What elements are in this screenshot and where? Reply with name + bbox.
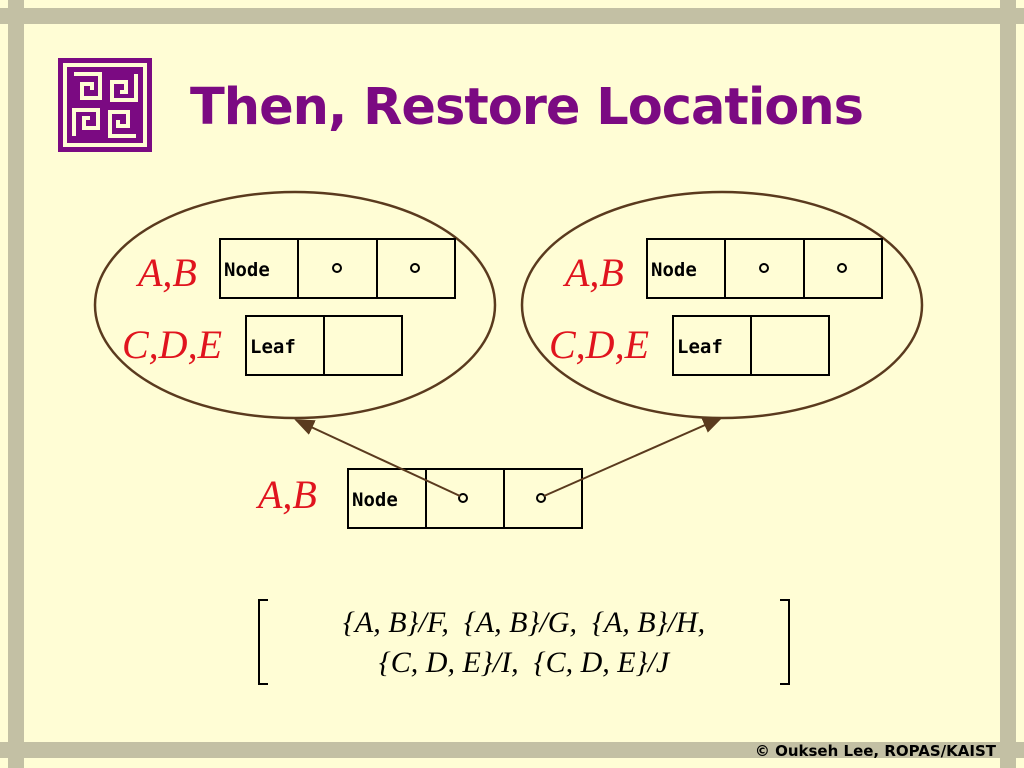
left-leaf-label: C,D,E xyxy=(122,322,222,367)
bottom-node-tag: Node xyxy=(352,489,398,511)
right-bracket xyxy=(780,599,790,685)
bottom-node-group: A,B Node xyxy=(255,468,583,529)
frame-left xyxy=(8,0,24,768)
right-node-label: A,B xyxy=(562,250,624,295)
left-leaf-record: Leaf xyxy=(245,315,403,376)
left-leaf-tag: Leaf xyxy=(250,336,296,358)
left-node-ptr1 xyxy=(332,263,342,273)
substitution-line-2: {C, D, E}/I, {C, D, E}/J xyxy=(379,646,671,679)
left-ellipse xyxy=(93,190,497,420)
left-bracket xyxy=(258,599,268,685)
arrow-to-right-group xyxy=(543,417,723,497)
greek-key-logo-icon xyxy=(58,58,152,152)
left-location-group: A,B Node C,D,E Leaf xyxy=(93,190,497,420)
left-node-tag: Node xyxy=(224,259,270,281)
right-node-tag: Node xyxy=(651,259,697,281)
right-leaf-record: Leaf xyxy=(672,315,830,376)
right-location-group: A,B Node C,D,E Leaf xyxy=(520,190,924,420)
right-leaf-label: C,D,E xyxy=(549,322,649,367)
right-node-ptr2 xyxy=(837,263,847,273)
slide-title: Then, Restore Locations xyxy=(190,78,864,137)
right-leaf-tag: Leaf xyxy=(677,336,723,358)
arrow-to-left-group xyxy=(294,419,461,497)
bottom-node-ptr1 xyxy=(458,493,468,503)
left-node-label: A,B xyxy=(135,250,197,295)
bottom-node-record: Node xyxy=(347,468,583,529)
right-node-ptr1 xyxy=(759,263,769,273)
right-ellipse xyxy=(520,190,924,420)
substitution-line-1: {A, B}/F, {A, B}/G, {A, B}/H, xyxy=(343,606,705,639)
frame-top xyxy=(0,8,1024,24)
left-node-ptr2 xyxy=(410,263,420,273)
frame-right xyxy=(1000,0,1016,768)
right-node-record: Node xyxy=(646,238,883,299)
bottom-node-ptr2 xyxy=(536,493,546,503)
copyright-footer: © Oukseh Lee, ROPAS/KAIST xyxy=(754,742,996,760)
substitution-block: {A, B}/F, {A, B}/G, {A, B}/H, {C, D, E}/… xyxy=(258,599,790,685)
left-node-record: Node xyxy=(219,238,456,299)
frame-bottom xyxy=(0,742,1024,758)
bottom-node-label: A,B xyxy=(255,472,317,517)
